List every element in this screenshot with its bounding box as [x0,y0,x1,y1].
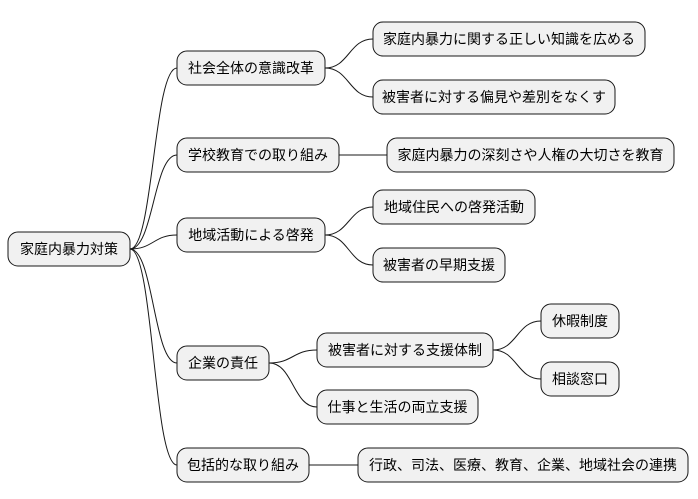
branch-node-2-box [176,217,326,253]
edge-root-to-branch-0 [129,67,178,250]
leaf-node-4-0-label: 行政、司法、医療、教育、企業、地域社会の連携 [369,457,677,474]
leaf-node-3-0: 被害者に対する支援体制 [316,332,494,368]
edge-root-to-branch-2 [129,234,178,250]
leaf-node-2-0: 地域住民への啓発活動 [372,189,536,225]
edge-root-to-branch-4 [129,248,178,466]
subleaf-node-3-0-1-box [540,361,620,397]
edge-branch-3-to-leaf-0 [268,349,318,364]
edge-root-to-branch-3 [129,248,178,364]
branch-node-2-label: 地域活動による啓発 [188,228,314,244]
leaf-node-1-0-box [386,137,675,173]
branch-node-4-label: 包括的な取り組み [187,458,299,474]
leaf-node-3-1-box [316,389,479,425]
edge-leaf-3-0-to-subleaf-1 [492,349,542,380]
leaf-node-1-0: 家庭内暴力の深刻さや人権の大切さを教育 [386,137,675,173]
subleaf-node-3-0-1: 相談窓口 [540,361,620,397]
edge-branch-3-to-leaf-1 [268,362,318,408]
branch-node-4-box [176,447,310,483]
branch-node-2: 地域活動による啓発 [176,217,326,253]
branch-node-0: 社会全体の意識改革 [176,50,326,86]
edge-root-to-branch-1 [129,154,178,250]
leaf-node-0-1: 被害者に対する偏見や差別をなくす [372,79,616,115]
leaf-node-3-0-label: 被害者に対する支援体制 [328,343,482,359]
leaf-node-0-0-label: 家庭内暴力に関する正しい知識を広める [383,31,635,48]
leaf-node-4-0: 行政、司法、医療、教育、企業、地域社会の連携 [357,447,689,483]
edge-leaf-3-0-to-subleaf-0 [492,320,542,351]
branch-node-1-label: 学校教育での取り組み [188,147,328,164]
leaf-node-0-1-label: 被害者に対する偏見や差別をなくす [382,90,606,106]
leaf-node-4-0-box [357,447,689,483]
subleaf-node-3-0-1-label: 相談窓口 [552,371,608,388]
branch-node-0-label: 社会全体の意識改革 [188,60,314,77]
edge-branch-2-to-leaf-1 [324,234,374,266]
root-node: 家庭内暴力対策 [7,231,131,267]
leaf-node-0-1-box [372,79,616,115]
edge-branch-0-to-leaf-1 [324,67,374,98]
connector-lines [129,38,542,466]
leaf-node-2-1-label: 被害者の早期支援 [383,258,495,274]
subleaf-node-3-0-0: 休暇制度 [540,303,620,339]
leaf-node-0-0: 家庭内暴力に関する正しい知識を広める [372,21,646,57]
leaf-node-1-0-label: 家庭内暴力の深刻さや人権の大切さを教育 [398,147,664,164]
leaf-node-0-0-box [372,21,646,57]
branch-node-0-box [176,50,326,86]
subleaf-node-3-0-0-box [540,303,620,339]
branch-node-1-box [176,137,340,173]
mindmap-nodes: 家庭内暴力対策社会全体の意識改革家庭内暴力に関する正しい知識を広める被害者に対す… [7,21,689,483]
leaf-node-3-0-box [316,332,494,368]
leaf-node-2-0-label: 地域住民への啓発活動 [384,200,524,216]
branch-node-3-box [176,345,270,381]
leaf-node-3-1: 仕事と生活の両立支援 [316,389,479,425]
leaf-node-2-1: 被害者の早期支援 [372,247,506,283]
subleaf-node-3-0-0-label: 休暇制度 [552,314,608,330]
branch-node-3-label: 企業の責任 [188,355,258,372]
branch-node-3: 企業の責任 [176,345,270,381]
edge-branch-2-to-leaf-0 [324,206,374,236]
root-node-label: 家庭内暴力対策 [20,241,118,258]
leaf-node-2-0-box [372,189,536,225]
branch-node-4: 包括的な取り組み [176,447,310,483]
leaf-node-3-1-label: 仕事と生活の両立支援 [328,400,468,416]
root-node-box [7,231,131,267]
leaf-node-2-1-box [372,247,506,283]
edge-branch-0-to-leaf-0 [324,38,374,69]
branch-node-1: 学校教育での取り組み [176,137,340,173]
